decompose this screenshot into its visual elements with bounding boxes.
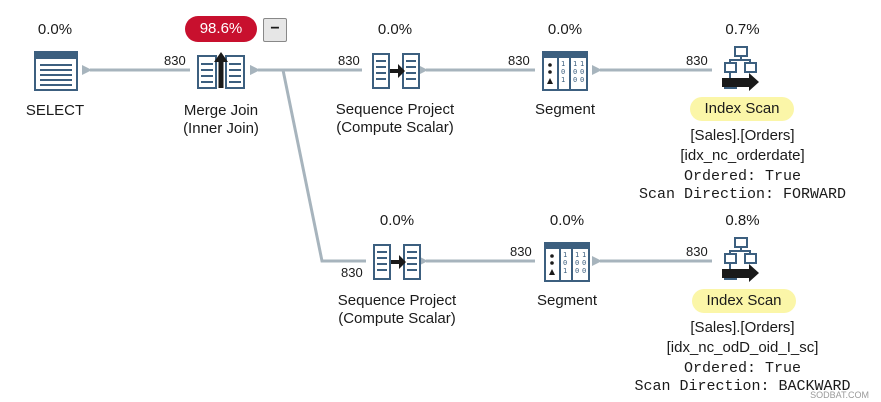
watermark: SODBAT.COM xyxy=(810,390,869,400)
merge-join-icon xyxy=(197,52,245,89)
sequence-project-icon xyxy=(372,53,420,89)
cost-percent: 0.7% xyxy=(725,21,760,38)
operator-label: Merge Join xyxy=(183,102,259,119)
scan-direction-property: Scan Direction: BACKWARD xyxy=(634,378,851,395)
svg-text:1: 1 xyxy=(561,60,565,68)
collapse-button[interactable]: − xyxy=(263,18,287,42)
operator-sublabel: (Inner Join) xyxy=(183,120,259,137)
row-count-label: 830 xyxy=(510,244,532,259)
svg-text:1: 1 xyxy=(563,267,567,275)
svg-text:0: 0 xyxy=(563,259,567,267)
operator-label: Segment xyxy=(536,292,598,309)
operator-label: SELECT xyxy=(25,102,85,119)
index-scan-icon xyxy=(722,237,759,282)
svg-text:0: 0 xyxy=(573,68,577,76)
sequence-project-node[interactable]: 0.0% Sequence Project (Compute Scalar) xyxy=(325,18,465,143)
svg-text:1: 1 xyxy=(573,60,577,68)
scan-direction-property: Scan Direction: FORWARD xyxy=(638,186,847,203)
cost-percent: 0.0% xyxy=(377,21,413,38)
cost-percent-badge: 98.6% xyxy=(185,16,257,42)
cost-percent: 0.0% xyxy=(549,212,585,229)
sequence-project-icon xyxy=(373,244,421,280)
object-name: [Sales].[Orders] xyxy=(690,127,795,144)
svg-text:0: 0 xyxy=(582,259,586,267)
merge-join-node[interactable]: 98.6% − Merge Join (Inner Join) xyxy=(165,16,295,141)
svg-text:0: 0 xyxy=(575,259,579,267)
operator-label: Segment xyxy=(534,101,596,118)
ordered-property: Ordered: True xyxy=(683,168,802,185)
select-icon xyxy=(34,51,78,91)
svg-text:0: 0 xyxy=(575,267,579,275)
svg-text:1: 1 xyxy=(561,76,565,84)
row-count-label: 830 xyxy=(686,53,708,68)
svg-text:1: 1 xyxy=(563,251,567,259)
operator-sublabel: (Compute Scalar) xyxy=(336,119,454,136)
svg-text:0: 0 xyxy=(580,76,584,84)
object-name: [Sales].[Orders] xyxy=(690,319,795,336)
arrow-seqproject2-to-mergejoin xyxy=(250,65,366,263)
row-count-label: 830 xyxy=(164,53,186,68)
row-count-label: 830 xyxy=(508,53,530,68)
cost-percent: 0.8% xyxy=(725,212,760,229)
cost-percent: 0.0% xyxy=(37,21,73,38)
index-scan-node[interactable]: 0.7% Index Scan [Sales].[Orders] [idx_nc… xyxy=(620,18,875,208)
index-scan-icon xyxy=(722,46,759,91)
cost-percent: 0.0% xyxy=(547,21,583,38)
operator-label: Sequence Project xyxy=(335,101,455,118)
index-name: [idx_nc_orderdate] xyxy=(680,147,805,164)
operator-label: Sequence Project xyxy=(337,292,457,309)
operator-label: Index Scan xyxy=(692,289,796,313)
svg-text:1: 1 xyxy=(575,251,579,259)
svg-text:0: 0 xyxy=(582,267,586,275)
operator-sublabel: (Compute Scalar) xyxy=(338,310,456,327)
row-count-label: 830 xyxy=(686,244,708,259)
svg-text:0: 0 xyxy=(561,68,565,76)
index-name: [idx_nc_odD_oid_I_sc] xyxy=(666,339,819,356)
select-node[interactable]: 0.0% SELECT xyxy=(15,18,95,128)
ordered-property: Ordered: True xyxy=(683,360,802,377)
operator-label: Index Scan xyxy=(690,97,794,121)
svg-text:1: 1 xyxy=(580,60,584,68)
svg-text:0: 0 xyxy=(580,68,584,76)
svg-text:1: 1 xyxy=(582,251,586,259)
svg-text:0: 0 xyxy=(573,76,577,84)
cost-percent: 0.0% xyxy=(379,212,415,229)
row-count-label: 830 xyxy=(341,265,363,280)
row-count-label: 830 xyxy=(338,53,360,68)
sequence-project-node[interactable]: 0.0% Sequence Project (Compute Scalar) xyxy=(327,210,467,335)
index-scan-node[interactable]: 0.8% Index Scan [Sales].[Orders] [idx_nc… xyxy=(620,210,875,400)
